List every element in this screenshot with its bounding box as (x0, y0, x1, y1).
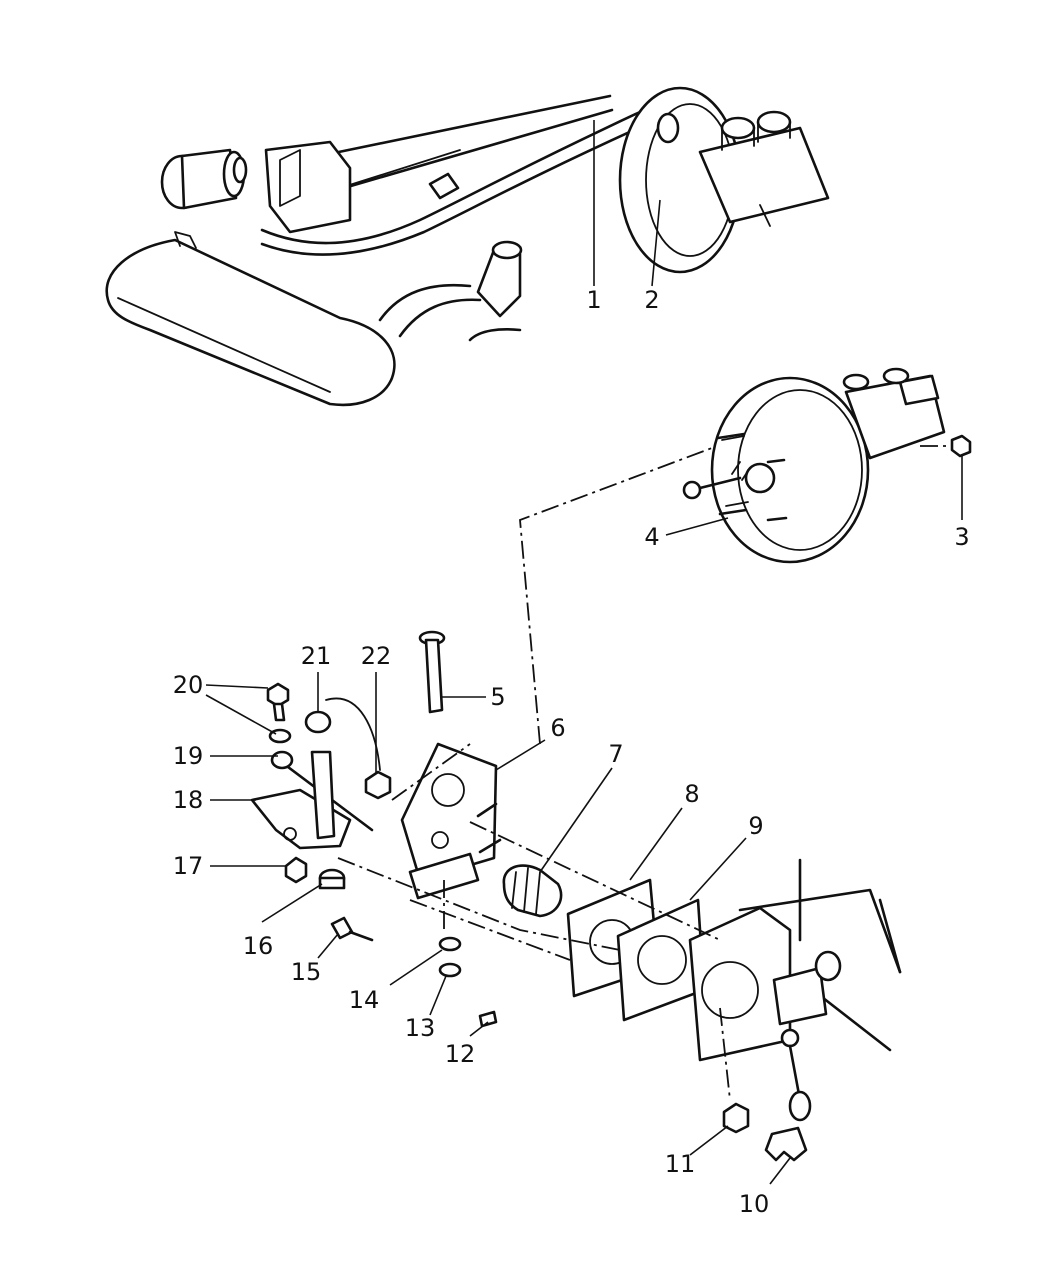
hex-nut (950, 434, 972, 458)
callout-2: 2 (644, 286, 659, 314)
callout-9: 9 (748, 812, 763, 840)
callout-15: 15 (291, 958, 322, 986)
callout-11: 11 (665, 1150, 696, 1178)
callout-18: 18 (173, 786, 204, 814)
callout-10: 10 (739, 1190, 770, 1218)
callout-22: 22 (361, 642, 392, 670)
callout-19: 19 (173, 742, 204, 770)
callout-labels: 1 2 3 4 5 6 7 8 9 10 11 12 13 14 15 16 1… (173, 286, 970, 1218)
brake-booster-assembly (682, 367, 972, 564)
callout-13: 13 (405, 1014, 436, 1042)
callout-7: 7 (608, 740, 623, 768)
alignment-lines (337, 445, 952, 1101)
valve-cover (105, 238, 396, 407)
callout-1: 1 (586, 286, 601, 314)
callout-17: 17 (173, 852, 204, 880)
callout-8: 8 (684, 780, 699, 808)
callout-14: 14 (349, 986, 380, 1014)
callout-4: 4 (644, 523, 659, 551)
callout-12: 12 (445, 1040, 476, 1068)
callout-5: 5 (490, 683, 505, 711)
callout-16: 16 (243, 932, 274, 960)
engine-bay-illustration (105, 86, 830, 407)
callout-6: 6 (550, 714, 565, 742)
pedal-bracket-assembly (250, 630, 902, 1162)
leader-lines (205, 120, 963, 1185)
callout-20: 20 (173, 671, 204, 699)
callout-21: 21 (301, 642, 332, 670)
callout-3: 3 (954, 523, 969, 551)
retainer-clip (764, 1126, 808, 1162)
